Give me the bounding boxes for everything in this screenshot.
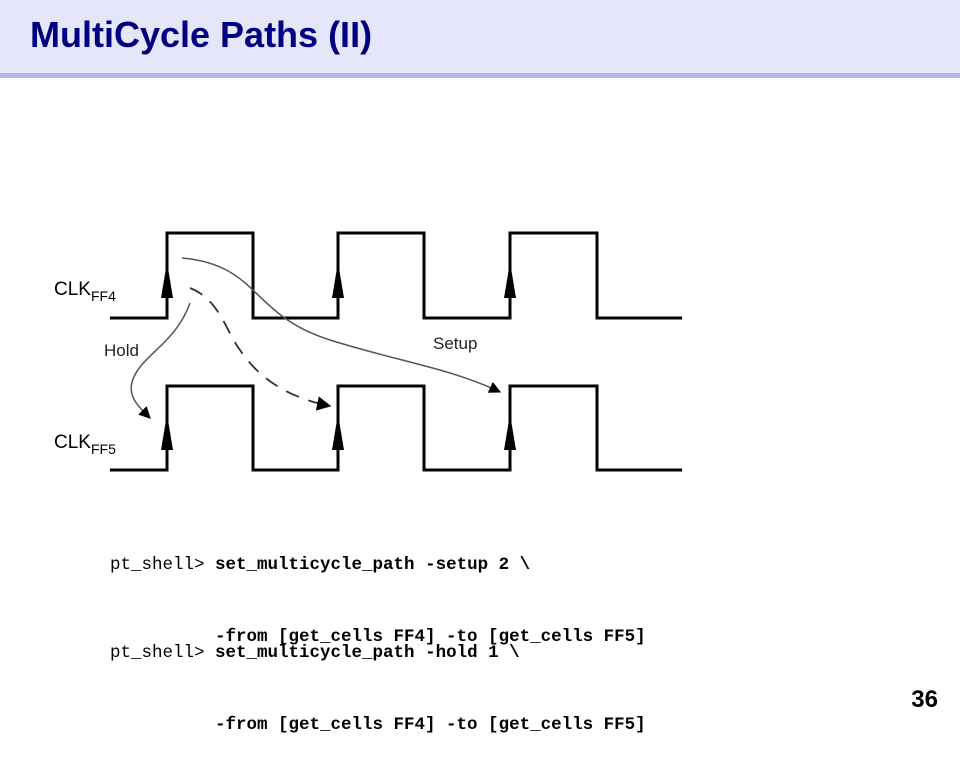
edge-arrow-ff5-1	[161, 414, 173, 450]
edge-arrow-ff4-1	[161, 262, 173, 298]
edge-arrow-ff5-2	[332, 414, 344, 450]
setup-label: Setup	[433, 334, 477, 353]
edge-arrow-ff4-3	[504, 262, 516, 298]
edge-arrow-ff4-2	[332, 262, 344, 298]
command-line-1: set_multicycle_path -hold 1 \	[215, 643, 520, 663]
shell-prompt: pt_shell>	[110, 643, 216, 663]
clk-ff5-label: CLKFF5	[54, 432, 116, 457]
clk-ff4-label: CLKFF4	[54, 279, 116, 304]
hold-arrow	[130, 302, 191, 419]
hold-command: pt_shell> set_multicycle_path -hold 1 \ …	[110, 593, 646, 761]
slide-title: MultiCycle Paths (II)	[30, 14, 373, 55]
command-line-2: -from [get_cells FF4] -to [get_cells FF5…	[110, 627, 646, 647]
setup-command: pt_shell> set_multicycle_path -setup 2 \…	[110, 505, 646, 673]
command-line-2: -from [get_cells FF4] -to [get_cells FF5…	[110, 715, 646, 735]
setup-arrow	[181, 257, 502, 393]
edge-arrow-ff5-3	[504, 414, 516, 450]
hold-label: Hold	[104, 341, 139, 360]
clk-ff4-waveform	[110, 231, 682, 320]
timing-diagram: CLKFF4 CLKFF5 Hold Setup	[54, 231, 682, 472]
dashed-arrow	[189, 287, 332, 411]
command-line-1: set_multicycle_path -setup 2 \	[215, 555, 531, 575]
clk-ff5-waveform	[110, 384, 682, 472]
shell-prompt: pt_shell>	[110, 555, 216, 575]
page-number: 36	[911, 686, 938, 713]
title-bar: MultiCycle Paths (II)	[0, 0, 960, 78]
